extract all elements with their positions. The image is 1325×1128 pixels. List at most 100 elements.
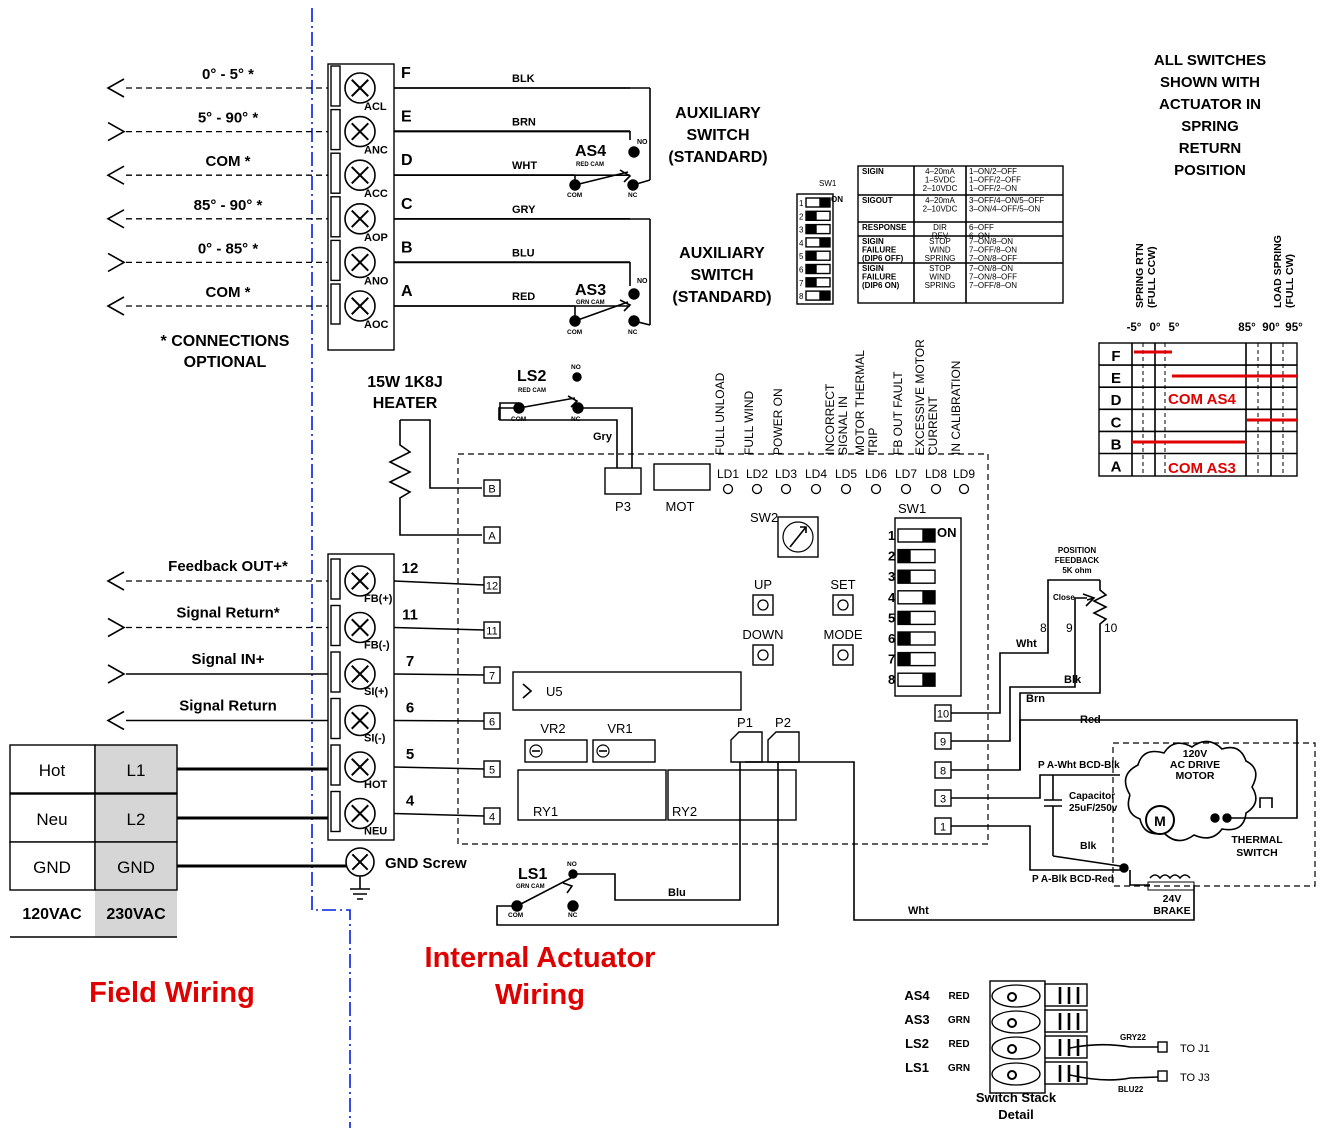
led-label: LD2 [746,467,768,481]
terminal-divider [330,558,341,600]
spring-rtn-label: SPRING RTN(FULL CCW) [1134,243,1158,308]
terminal-label: 1 [940,822,946,834]
power-terminal-code: GND [117,858,155,877]
motor-icon [1145,805,1175,835]
terminal-letter: F [401,65,411,82]
terminal-label: 3 [940,794,946,806]
power-terminal-code: L1 [127,761,146,780]
com-as3-label: COM AS3 [1168,460,1236,477]
wire [393,766,485,770]
terminal-label: 5 [489,765,495,777]
terminal-number: 4 [406,793,415,810]
wire-color-label: BLU [512,247,535,259]
as4-cam: RED CAM [576,162,604,168]
arrow-out-icon [106,296,125,316]
p1-connector [730,731,763,763]
heater-resistor [388,420,482,536]
red-label: Red [1080,714,1101,726]
nc-label: NC [628,192,638,199]
sw1-mini-title: SW1 [819,179,837,188]
dip-number: 6 [888,631,895,646]
switch-blade [574,301,629,322]
led-description: IN CALIBRATION [949,361,963,455]
field-signal-label: 85° - 90° * [194,197,263,214]
pot-pin: 10 [1104,621,1118,635]
j1-plug [1157,1041,1168,1053]
terminal-sublabel: ACC [364,188,388,200]
wire [951,597,1087,742]
load-spring-label: LOAD SPRING(FULL CW) [1272,235,1296,308]
terminal-sublabel: SI(+) [364,686,388,698]
dip-knob [806,264,817,274]
ls2-cam: RED CAM [518,388,546,394]
arrow-in-icon [107,664,126,684]
dip-knob [922,591,935,604]
led-indicator-icon [870,483,882,495]
nc-label: NC [568,912,578,919]
led-description: FULL UNLOAD [713,372,727,455]
arrow-out-icon [106,209,125,229]
nc-label: NC [628,329,638,336]
terminal-sublabel: FB(+) [364,593,393,605]
wire [951,774,1120,799]
sw1-dip-switch [894,517,962,697]
terminal-divider [330,604,341,647]
switch-no-contact [628,288,640,300]
up-label: UP [754,577,772,592]
wire [1052,855,1121,867]
wire [393,812,485,817]
dip-slot [805,250,831,261]
p3-connector [604,467,642,495]
table-cell: RESPONSE [862,223,907,232]
led-description: FULL WIND [742,390,756,455]
blu-wire-label: Blu [668,887,686,899]
dip-number: 2 [799,212,804,221]
dip-knob [898,611,911,625]
stack-switch-name: AS4 [904,988,930,1003]
sw1-label: SW1 [898,501,926,516]
wire [1129,870,1150,886]
terminal-label: 10 [937,709,949,721]
terminal-screw-icon [344,246,376,279]
up-icon [757,599,769,611]
stack-cam-color: RED [948,1039,969,1050]
dip-number: 3 [888,569,895,584]
junction-dot [1119,863,1129,873]
wire [393,673,485,676]
terminal-divider [330,651,341,693]
dip-number: 2 [888,549,895,564]
terminal-screw-icon [344,751,376,783]
arrow-out-icon [106,571,125,591]
led-label: LD8 [925,467,947,481]
terminal-letter: A [401,283,413,300]
terminal-label: 7 [489,671,495,683]
led-description: EXCESSIVE MOTORCURRENT [913,339,940,455]
vr2-label: VR2 [540,721,565,736]
pot-pin: 8 [1040,621,1047,635]
power-terminal-code: L2 [127,810,146,829]
wire [951,825,1122,871]
ry2-relay [667,769,797,821]
wire [632,179,651,186]
wire-color-label: BLK [512,73,535,85]
dip-number: 8 [799,292,804,301]
terminal-label: 12 [486,581,498,593]
wire [498,407,519,420]
close-label: Close [1053,593,1075,602]
dip-number: 3 [799,226,804,235]
down-label: DOWN [742,627,783,642]
terminal-sublabel: ACL [364,101,387,113]
wht-label: Wht [1016,638,1037,650]
on-label: ON [831,195,843,204]
wire-color-label: RED [512,291,535,303]
led-label: LD3 [775,467,797,481]
p1-label: P1 [737,715,753,730]
